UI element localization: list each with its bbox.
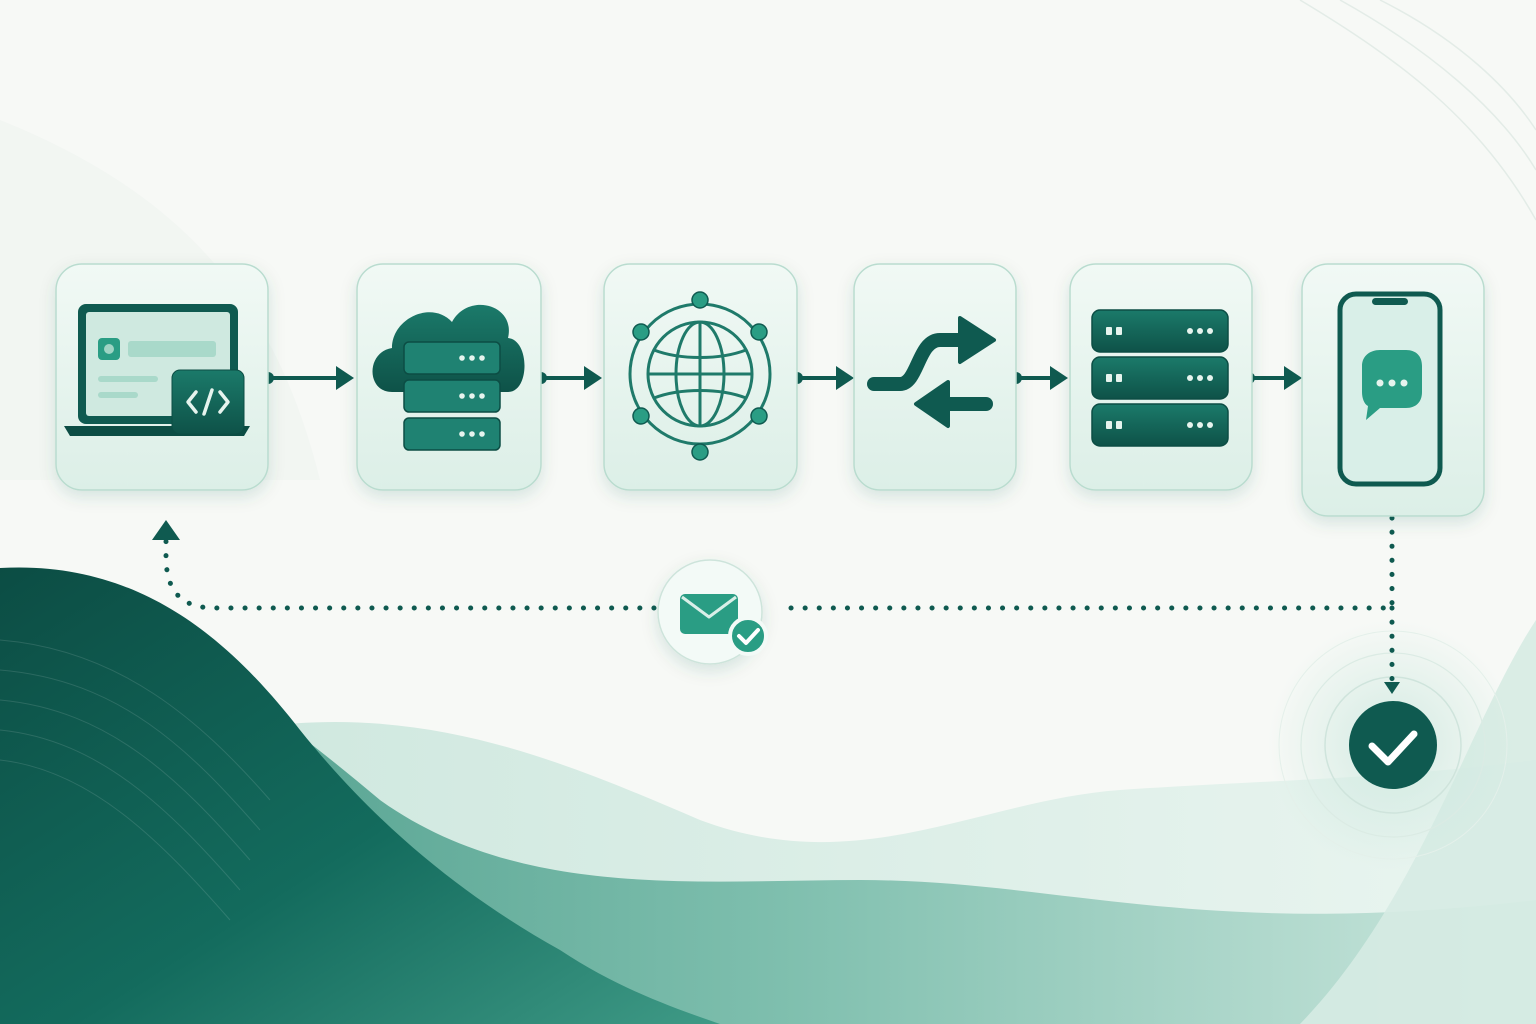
node-data-exchange	[853, 263, 1017, 491]
laptop-code-icon	[64, 304, 250, 436]
node-global-network	[603, 263, 798, 491]
check-circle-icon	[1349, 701, 1437, 789]
smartphone-chat-icon	[1337, 291, 1443, 487]
flow-edge	[1010, 366, 1068, 390]
return-path	[152, 515, 1400, 694]
wave-background	[0, 567, 1536, 1024]
node-cloud-server	[356, 263, 542, 491]
wave-dark	[0, 567, 720, 1024]
flow-edge	[791, 366, 854, 390]
node-developer-laptop	[55, 263, 269, 491]
node-server-rack	[1069, 263, 1253, 491]
network-nodes	[632, 291, 768, 461]
server-stack-icon	[1091, 309, 1229, 447]
return-path-line	[163, 515, 1395, 611]
flow-edge	[535, 366, 602, 390]
down-arrow-head	[1384, 682, 1400, 694]
globe-network-icon	[628, 302, 772, 446]
node-mobile-device	[1301, 263, 1485, 517]
return-badge	[657, 559, 768, 665]
return-arrow-head	[152, 520, 180, 540]
wave-right	[1300, 620, 1536, 1024]
envelope-check-icon	[680, 594, 768, 656]
swap-arrows-icon	[867, 316, 996, 428]
cloud-server-icon	[372, 304, 525, 451]
